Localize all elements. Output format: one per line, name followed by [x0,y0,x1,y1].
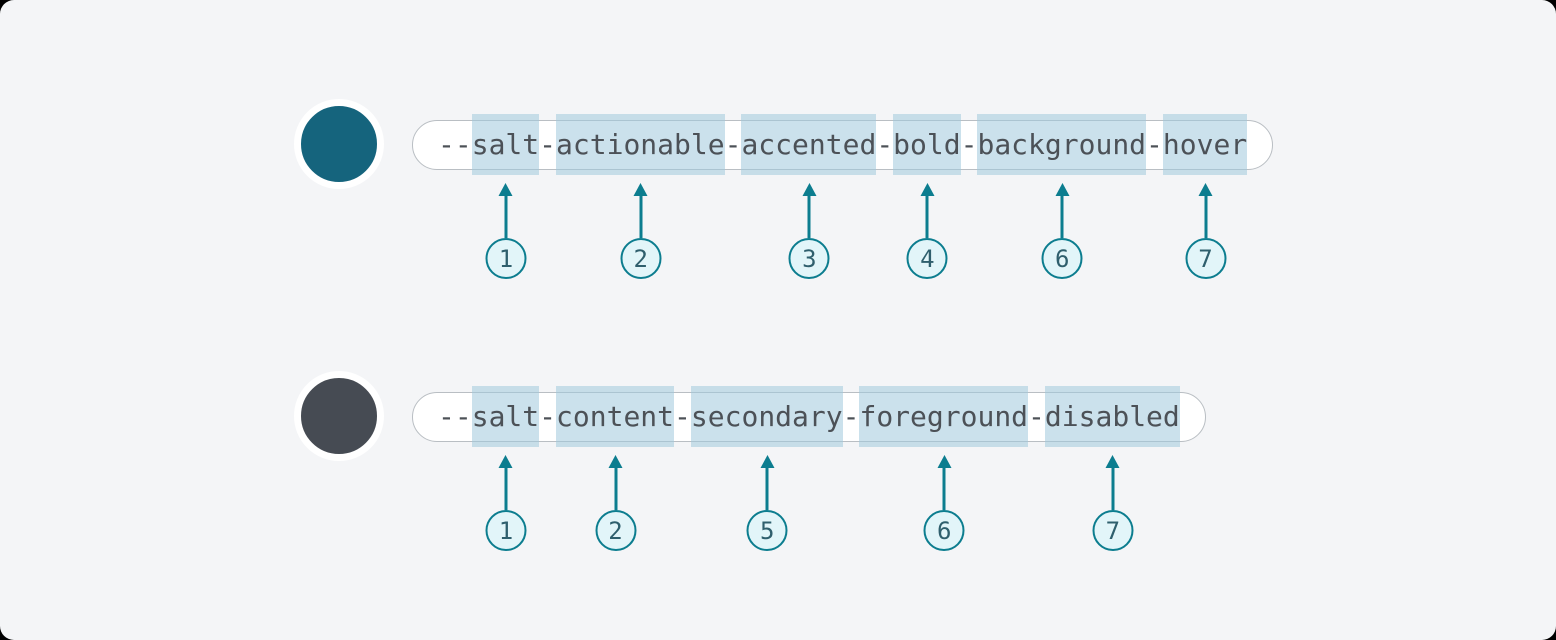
callout-number-badge: 7 [1092,510,1134,551]
arrow-line [765,467,769,510]
callout-number-badge: 5 [746,510,788,551]
arrow-line [1111,467,1115,510]
callout-number-badge: 3 [788,238,830,279]
arrow-line [504,195,508,238]
arrow-up-icon [498,183,513,196]
token-row-actionable: --salt-actionable-accented-bold-backgrou… [294,99,1274,295]
callout-number-badge: 4 [906,238,948,279]
arrow-up-icon [802,183,817,196]
token-separator: - [960,128,978,161]
callout-4: 4 [906,183,948,279]
token-segment-highlighted: foreground [859,386,1029,447]
callout-number-badge: 2 [620,238,662,279]
callout-number-badge: 1 [485,238,527,279]
token-row-content: --salt-content-secondary-foreground-disa… [294,371,1206,567]
callouts: 1 2 3 4 6 7 [439,183,1274,295]
callout-number: 6 [936,516,952,545]
arrow-line [942,467,946,510]
token-separator: - [539,400,557,433]
token-separator: -- [438,400,472,433]
callout-number: 4 [920,244,935,273]
callout-6: 6 [923,455,965,551]
token-separator: - [842,400,860,433]
callout-number-badge: 6 [923,510,965,551]
arrow-up-icon [920,183,935,196]
token-segment-highlighted: salt [471,386,540,447]
arrow-line [639,195,643,238]
arrow-up-icon [1198,183,1213,196]
callout-7: 7 [1185,183,1226,279]
callout-number: 6 [1054,244,1070,273]
token-separator: - [1028,400,1045,433]
callout-2: 2 [595,455,636,551]
token-segment-highlighted: content [556,386,675,447]
token-pill: --salt-actionable-accented-bold-backgrou… [412,114,1274,175]
token-separator: - [724,128,742,161]
arrow-up-icon [633,183,648,196]
token-pill: --salt-content-secondary-foreground-disa… [412,386,1206,447]
token-separator: - [539,128,557,161]
token-segment-highlighted: salt [471,114,540,175]
callout-number: 5 [759,516,775,545]
token-separator: - [674,400,691,433]
callout-5: 5 [746,455,788,551]
token-block: --salt-actionable-accented-bold-backgrou… [412,114,1274,295]
callout-number: 2 [608,516,623,545]
callout-3: 3 [788,183,830,279]
callout-number: 2 [633,244,648,273]
callout-number: 3 [802,244,817,273]
callout-number: 1 [498,244,514,273]
token-segment-highlighted: hover [1162,114,1248,175]
arrow-line [807,195,811,238]
arrow-up-icon [498,455,513,468]
arrow-up-icon [1055,183,1070,196]
callout-1: 1 [485,183,527,279]
callout-number: 1 [498,516,514,545]
color-swatch [294,99,384,189]
token-segment-highlighted: bold [893,114,961,175]
arrow-up-icon [1105,455,1120,468]
arrow-line [1204,195,1207,238]
token-separator: - [876,128,894,161]
callouts: 1 2 5 6 7 [439,455,1206,567]
token-separator: - [1146,128,1163,161]
token-segment-highlighted: disabled [1044,386,1180,447]
token-segment-highlighted: background [977,114,1147,175]
token-segment-highlighted: secondary [690,386,843,447]
arrow-line [614,467,617,510]
token-segment-highlighted: actionable [556,114,725,175]
token-segment-highlighted: accented [741,114,877,175]
callout-number: 7 [1105,516,1121,545]
arrow-up-icon [760,455,775,468]
arrow-up-icon [937,455,952,468]
callout-6: 6 [1041,183,1083,279]
callout-number-badge: 1 [485,510,527,551]
arrow-line [1060,195,1064,238]
callout-number-badge: 7 [1185,238,1226,279]
callout-number-badge: 6 [1041,238,1083,279]
arrow-line [504,467,508,510]
callout-2: 2 [620,183,662,279]
token-block: --salt-content-secondary-foreground-disa… [412,386,1206,567]
callout-number-badge: 2 [595,510,636,551]
callout-1: 1 [485,455,527,551]
arrow-up-icon [608,455,623,468]
arrow-line [925,195,929,238]
callout-number: 7 [1198,244,1213,273]
callout-7: 7 [1092,455,1134,551]
color-swatch [294,371,384,461]
token-separator: -- [438,128,472,161]
